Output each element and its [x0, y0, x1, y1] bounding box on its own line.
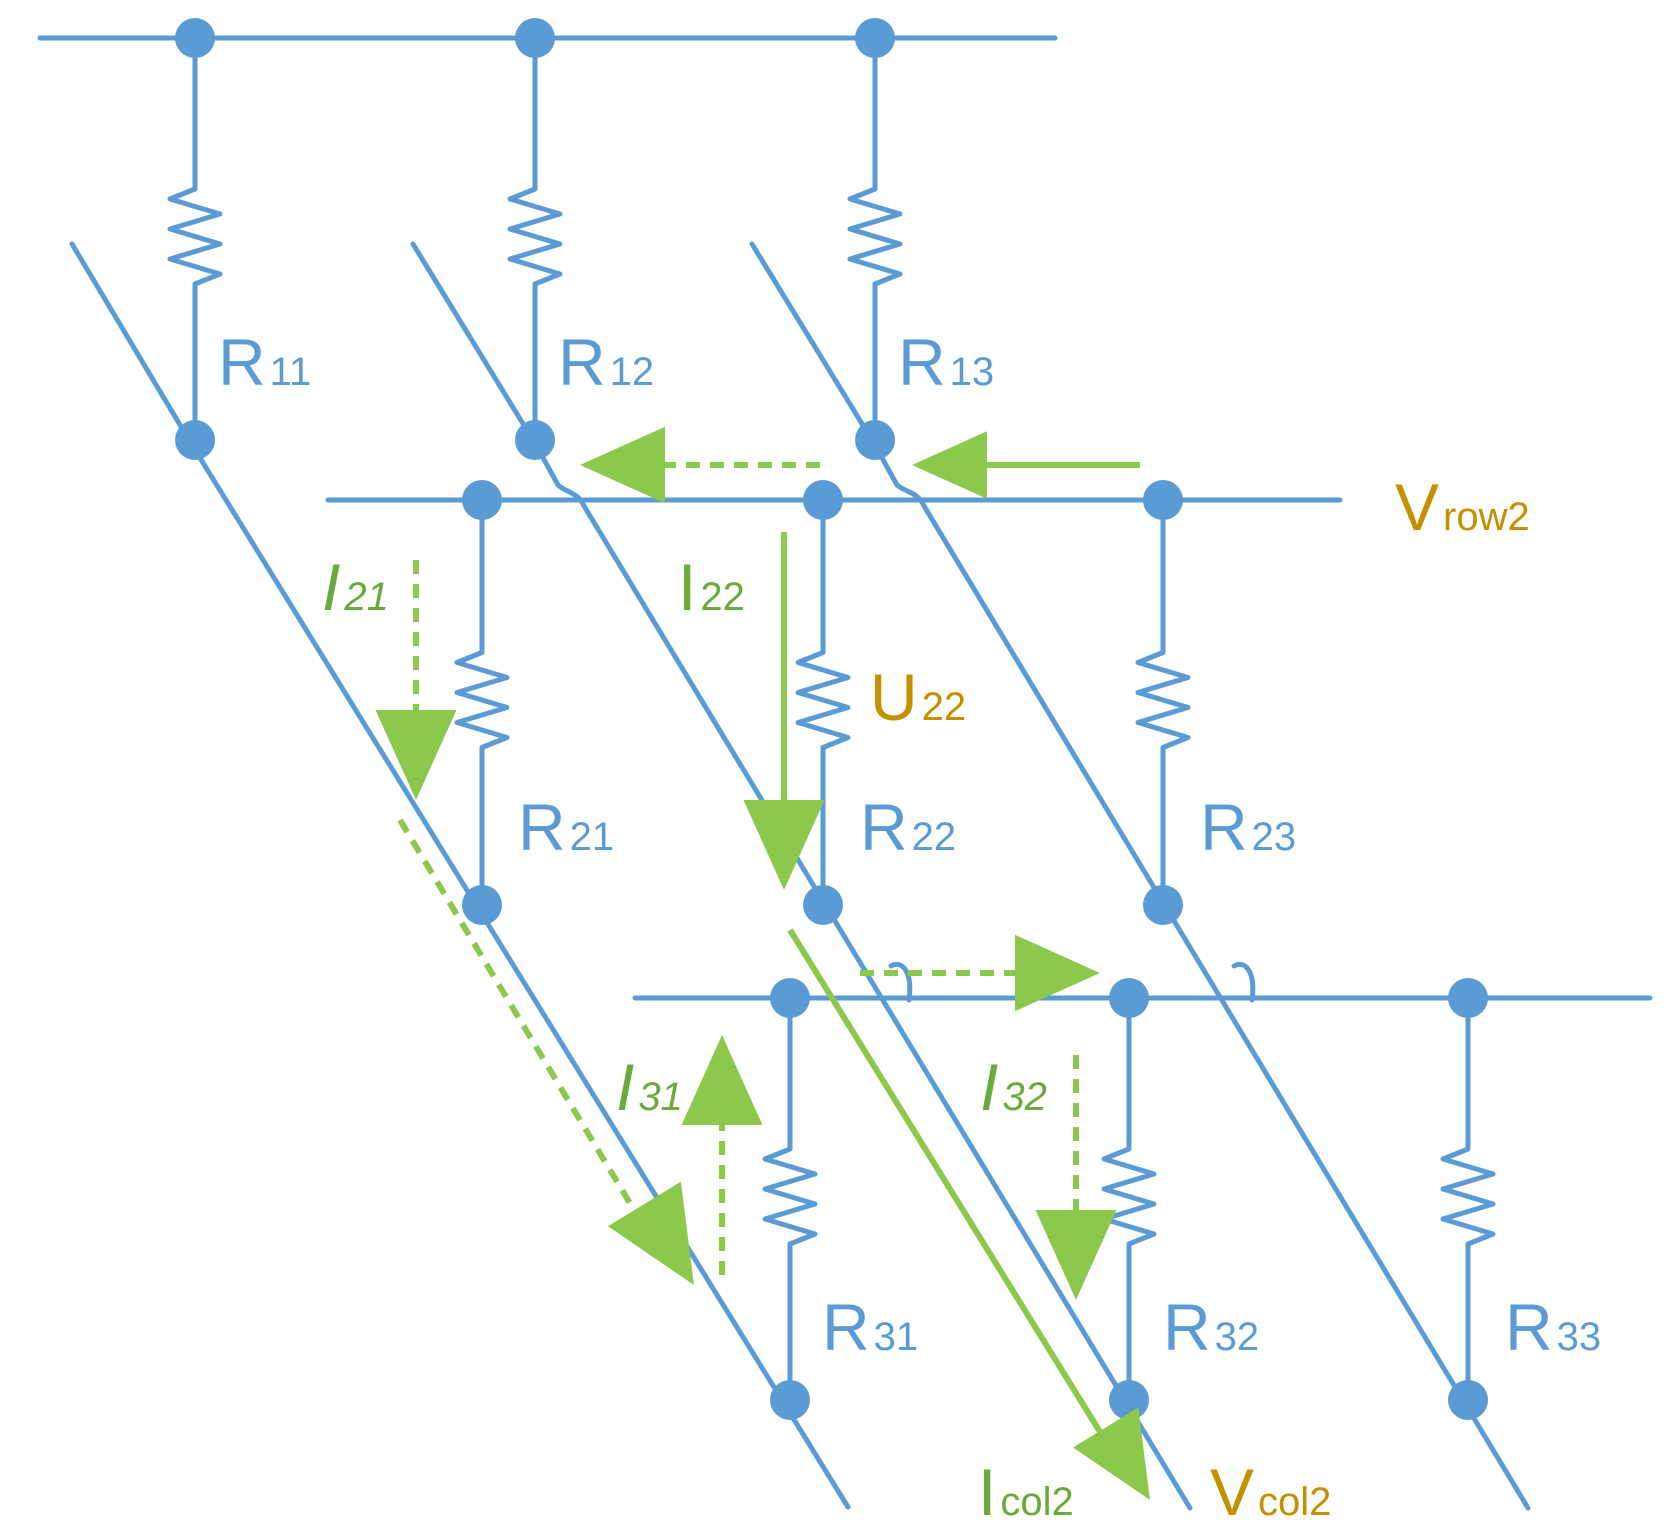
- junction-node: [855, 420, 895, 460]
- label-vcol2-subscript: col2: [1258, 1480, 1331, 1524]
- junction-node: [803, 885, 843, 925]
- column-line-2: [410, 241, 1193, 1511]
- label-r12-subscript: 12: [610, 350, 655, 394]
- label-i22-main: I: [678, 550, 696, 624]
- junction-node: [1109, 978, 1149, 1018]
- current-arrow-head: [743, 800, 825, 890]
- label-u22-subscript: 22: [922, 685, 967, 729]
- label-i32-subscript: 32: [1002, 1075, 1047, 1119]
- resistor-r31: [765, 1144, 815, 1254]
- junction-node: [1143, 480, 1183, 520]
- label-i21-main: I: [322, 550, 340, 624]
- current-arrow-head: [607, 1181, 694, 1285]
- junction-node: [462, 885, 502, 925]
- junction-node: [1109, 1380, 1149, 1420]
- junction-node: [1448, 978, 1488, 1018]
- label-r21-subscript: 21: [570, 815, 615, 859]
- resistor-r13: [850, 184, 900, 294]
- label-r13-subscript: 13: [950, 350, 995, 394]
- current-arrow-shaft: [787, 928, 1108, 1442]
- junction-node: [515, 18, 555, 58]
- junction-node: [1143, 885, 1183, 925]
- resistor-r33: [1443, 1144, 1493, 1254]
- wires: [37, 35, 1653, 1511]
- label-vrow2-main: V: [1395, 470, 1439, 544]
- label-r32-main: R: [1163, 1290, 1211, 1364]
- current-arrows: [375, 426, 1150, 1500]
- label-i21-subscript: 21: [343, 575, 389, 619]
- current-arrow-head: [580, 426, 665, 504]
- label-i32-main: I: [980, 1050, 998, 1124]
- junction-node: [175, 420, 215, 460]
- current-arrow-head: [1015, 934, 1100, 1012]
- current-arrow-head: [1035, 1210, 1117, 1300]
- label-i31-main: I: [616, 1050, 634, 1124]
- label-icol2-subscript: col2: [1000, 1480, 1073, 1524]
- current-arrow-head: [912, 431, 987, 499]
- junction-node: [803, 480, 843, 520]
- resistor-r21: [457, 648, 507, 758]
- resistor-r12: [510, 184, 560, 294]
- label-i22-subscript: 22: [700, 575, 745, 619]
- label-r23-subscript: 23: [1252, 815, 1297, 859]
- label-r23-main: R: [1200, 790, 1248, 864]
- label-r33-subscript: 33: [1557, 1315, 1602, 1359]
- label-i31-subscript: 31: [638, 1075, 683, 1119]
- resistor-r22: [798, 648, 848, 758]
- label-r31-subscript: 31: [874, 1315, 919, 1359]
- label-r21-main: R: [518, 790, 566, 864]
- junction-node: [462, 480, 502, 520]
- label-r13-main: R: [898, 325, 946, 399]
- label-vrow2-subscript: row2: [1443, 495, 1530, 539]
- resistor-r32: [1104, 1144, 1154, 1254]
- junction-node: [770, 978, 810, 1018]
- label-r22-main: R: [860, 790, 908, 864]
- current-arrow-shaft: [397, 818, 643, 1222]
- label-r22-subscript: 22: [912, 815, 957, 859]
- label-vcol2-main: V: [1210, 1455, 1254, 1529]
- wire-hop-2: [1231, 962, 1256, 1003]
- label-icol2-main: I: [978, 1455, 996, 1529]
- current-arrow-head: [681, 1035, 763, 1125]
- column-line-3: [749, 241, 1531, 1511]
- label-r31-main: R: [822, 1290, 870, 1364]
- label-u22-main: U: [870, 660, 918, 734]
- junction-node: [515, 420, 555, 460]
- label-r11-main: R: [218, 325, 266, 399]
- junction-node: [770, 1380, 810, 1420]
- label-r33-main: R: [1505, 1290, 1553, 1364]
- resistor-r23: [1138, 648, 1188, 758]
- junction-node: [175, 18, 215, 58]
- resistor-r11: [170, 184, 220, 294]
- current-arrow-head: [1073, 1407, 1150, 1500]
- label-r12-main: R: [558, 325, 606, 399]
- label-r32-subscript: 32: [1215, 1315, 1260, 1359]
- current-arrow-head: [375, 710, 457, 800]
- label-r11-subscript: 11: [270, 350, 312, 394]
- junction-nodes: [175, 18, 1488, 1420]
- wire-hop-1: [888, 962, 913, 1003]
- junction-node: [855, 18, 895, 58]
- junction-node: [1448, 1380, 1488, 1420]
